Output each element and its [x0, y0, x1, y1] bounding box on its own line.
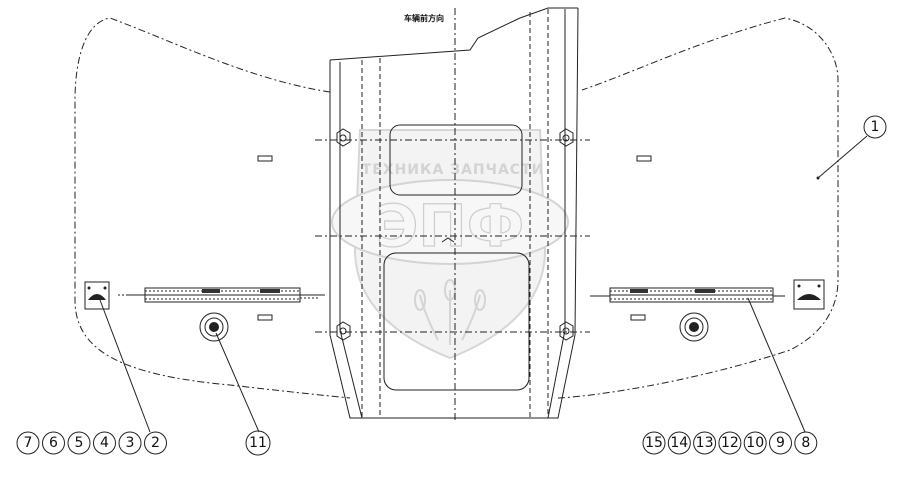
- callout-label: 10: [746, 435, 764, 451]
- left-clamp: [84, 281, 110, 310]
- callout-14: 14: [667, 431, 691, 455]
- outer-outline: [74, 17, 839, 399]
- callout-label: 3: [126, 435, 135, 451]
- right-clamp: [793, 279, 825, 310]
- callout-label: 14: [670, 435, 688, 451]
- leader-line: [817, 135, 868, 179]
- callout-10: 10: [743, 431, 767, 455]
- callout-label: 4: [100, 435, 109, 451]
- callout-label: 8: [801, 435, 810, 451]
- leader-line: [215, 332, 260, 433]
- watermark-main-text: ЭПФ: [376, 192, 525, 260]
- callout-8: 8: [794, 431, 818, 455]
- callout-13: 13: [693, 431, 717, 455]
- callout-1: 1: [863, 115, 887, 139]
- slot: [636, 155, 652, 162]
- slot: [257, 314, 273, 321]
- callout-label: 2: [151, 435, 160, 451]
- callout-label: 5: [75, 435, 84, 451]
- callout-label: 13: [696, 435, 714, 451]
- callout-4: 4: [93, 431, 116, 455]
- callout-11: 11: [245, 430, 271, 456]
- callout-15: 15: [642, 431, 666, 455]
- watermark-top-text: ТЕХНИКА ЗАПЧАСТИ: [362, 162, 545, 178]
- callout-group-center: 11: [245, 430, 271, 456]
- callout-3: 3: [118, 431, 142, 455]
- right-strip: [590, 287, 785, 303]
- hex-nut: [559, 128, 574, 147]
- svg-text:1: 1: [871, 119, 880, 135]
- callout-label: 7: [24, 435, 33, 451]
- callout-7: 7: [16, 431, 40, 455]
- callout-5: 5: [67, 431, 91, 455]
- hex-nut: [336, 128, 351, 147]
- leader-line: [747, 297, 806, 433]
- callout-label: 12: [721, 435, 739, 451]
- callout-label: 6: [49, 435, 58, 451]
- leader-line: [99, 299, 151, 433]
- callout-9: 9: [769, 431, 792, 455]
- slot: [630, 314, 646, 321]
- callout-label: 15: [645, 435, 663, 451]
- hex-nut: [559, 321, 574, 341]
- center-frame: [315, 7, 590, 420]
- wheat-icon: [414, 279, 486, 345]
- round-plug: [199, 312, 229, 342]
- watermark-logo: ТЕХНИКА ЗАПЧАСТИ ЭПФ: [331, 129, 569, 360]
- callout-2: 2: [144, 431, 167, 455]
- callout-12: 12: [718, 431, 742, 455]
- callout-6: 6: [42, 431, 65, 455]
- callout-label: 9: [776, 435, 785, 451]
- direction-label: 车辆前方向: [404, 13, 444, 23]
- callout-label: 11: [249, 435, 267, 451]
- hex-nut: [336, 321, 351, 341]
- left-strip: [118, 287, 325, 303]
- round-plug: [679, 312, 709, 342]
- slot: [257, 155, 273, 162]
